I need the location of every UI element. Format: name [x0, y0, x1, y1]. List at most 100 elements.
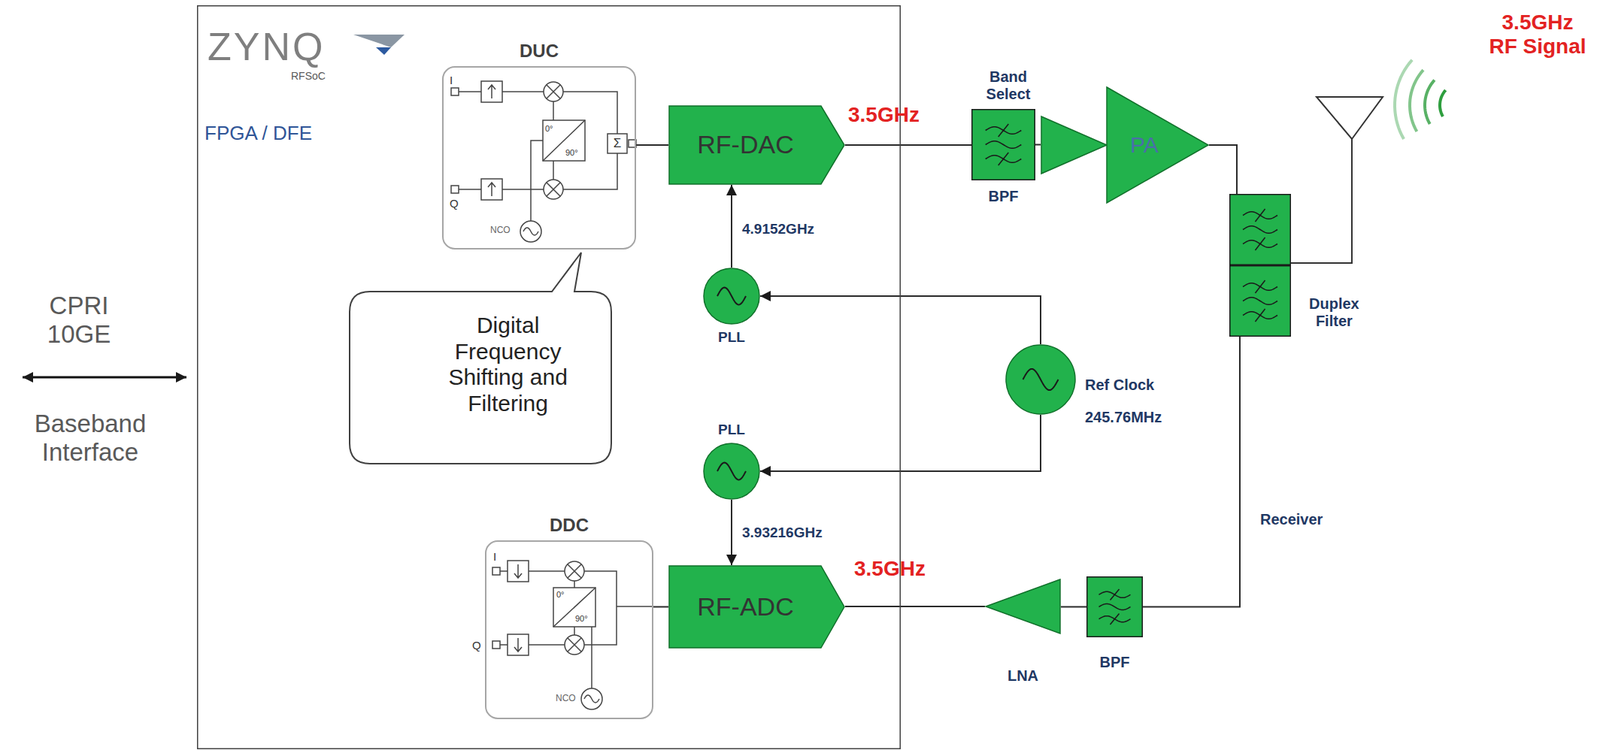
- signal-name: Q: [472, 639, 482, 652]
- shape-group: [1006, 345, 1076, 415]
- ddc-schematic: [492, 560, 654, 710]
- block-heading: DUC: [519, 40, 559, 62]
- shape-group: [349, 252, 612, 464]
- phase-label: 90°: [565, 148, 579, 158]
- filter-label: Duplex Filter: [1309, 295, 1360, 331]
- signal-connector: [1060, 606, 1087, 609]
- filter-slash: [1110, 589, 1120, 601]
- rf-dac: RF-DAC: [668, 105, 846, 185]
- signal-name: I: [449, 73, 453, 87]
- rf-adc: RF-ADC: [668, 565, 846, 649]
- duc-block: DUC: [442, 66, 637, 250]
- converter-body: [669, 106, 845, 185]
- pll-oscillator-outline: [703, 442, 761, 500]
- summer-symbol: Σ: [607, 136, 628, 152]
- shape-group: [669, 106, 845, 185]
- block-border: [485, 541, 653, 719]
- oscillator-label: NCO: [555, 693, 576, 705]
- power-amplifier: PA: [1040, 86, 1210, 204]
- radio-wave: [1439, 90, 1446, 117]
- duc-schematic: [451, 81, 637, 243]
- shape-group: [442, 66, 636, 249]
- filter-slash: [1254, 309, 1265, 322]
- rx-filter: BPF: [1086, 576, 1143, 638]
- converter-label: RF-DAC: [696, 130, 794, 160]
- amplifier-label: LNA: [1007, 667, 1039, 685]
- block-heading: DDC: [549, 515, 589, 537]
- frequency-label: 3.5GHz: [848, 103, 920, 128]
- pll-oscillator: PLL: [703, 267, 761, 325]
- clock-frequency: 245.76MHz: [1084, 409, 1162, 427]
- frame-border: [197, 6, 901, 750]
- frequency-label: 3.93216GHz: [742, 524, 823, 542]
- interface-label: CPRI 10GE: [30, 291, 128, 349]
- band-select-filter-outline: [971, 109, 1036, 181]
- pll-label: PLL: [718, 421, 746, 439]
- oscillator-body: [1006, 345, 1076, 415]
- sine-symbol: [717, 463, 746, 481]
- frequency-label: 4.9152GHz: [742, 221, 815, 238]
- signal-connector: [1209, 145, 1237, 194]
- radio-waves: [1394, 60, 1446, 140]
- filter-body: [1230, 194, 1291, 266]
- amplifier-triangle: [985, 579, 1061, 634]
- filter-slash: [1254, 209, 1265, 222]
- shape-group: [669, 566, 845, 649]
- band-select-filter: Band SelectBPF: [971, 109, 1036, 181]
- oscillator-body: [703, 443, 760, 500]
- phase-label: 0°: [545, 124, 554, 134]
- clock-label: Ref Clock: [1084, 376, 1155, 394]
- pll-label: PLL: [718, 329, 746, 346]
- filter-label: BPF: [1100, 654, 1131, 672]
- logo-subtitle: RFSoC: [290, 69, 326, 82]
- signal-connector: [730, 184, 733, 268]
- filter-slash: [1254, 280, 1265, 294]
- radio-wave: [1409, 69, 1424, 132]
- logo-mark: [353, 34, 405, 48]
- filter-slash: [998, 152, 1010, 166]
- converter-label: RF-ADC: [696, 592, 794, 622]
- amplifier-triangle: [1106, 87, 1209, 204]
- converter-body: [669, 566, 845, 649]
- signal-connector: [653, 606, 669, 609]
- antenna-symbol: [1316, 96, 1383, 140]
- signal-connector: [1142, 336, 1240, 608]
- pll-oscillator: PLL: [703, 442, 761, 500]
- pll-oscillator-outline: [703, 267, 761, 325]
- shape-group: [703, 268, 760, 325]
- driver-triangle: [1041, 116, 1107, 174]
- block-border: [442, 66, 636, 249]
- low-noise-amplifier-outline: [984, 578, 1061, 635]
- signal-name: I: [493, 550, 497, 564]
- radio-wave: [1394, 60, 1413, 140]
- filter-body: [1230, 266, 1291, 337]
- filter-label: BPF: [988, 187, 1019, 206]
- filter-body: [1087, 577, 1143, 638]
- shape-group: [703, 443, 760, 500]
- filter-slash: [1254, 237, 1265, 251]
- signal-connector: [730, 500, 733, 566]
- duplex-filter: Duplex Filter: [1229, 193, 1291, 337]
- shape-group: [1087, 577, 1143, 638]
- shape-group: [1230, 194, 1291, 337]
- ddc-block: DDC: [484, 540, 654, 720]
- ddc-block-outline: [484, 540, 654, 720]
- filter-slash: [998, 124, 1010, 137]
- filter-wave: [985, 141, 1022, 149]
- interface-arrow: [22, 376, 187, 379]
- oscillator-body: [703, 268, 760, 325]
- shape-group: [485, 541, 653, 719]
- block-title: FPGA / DFE: [204, 122, 313, 146]
- filter-body: [972, 109, 1036, 181]
- callout-outline: [349, 252, 612, 464]
- logo-wordmark: ZYNQ: [207, 24, 325, 70]
- filter-slash: [1110, 613, 1120, 625]
- section-label: Receiver: [1260, 511, 1323, 529]
- rx-filter-outline: [1086, 576, 1143, 638]
- power-amplifier-outline: [1040, 86, 1210, 204]
- phase-label: 90°: [575, 614, 588, 625]
- shape-group: [972, 109, 1036, 181]
- filter-wave: [1242, 297, 1278, 306]
- duc-block-outline: [442, 66, 637, 250]
